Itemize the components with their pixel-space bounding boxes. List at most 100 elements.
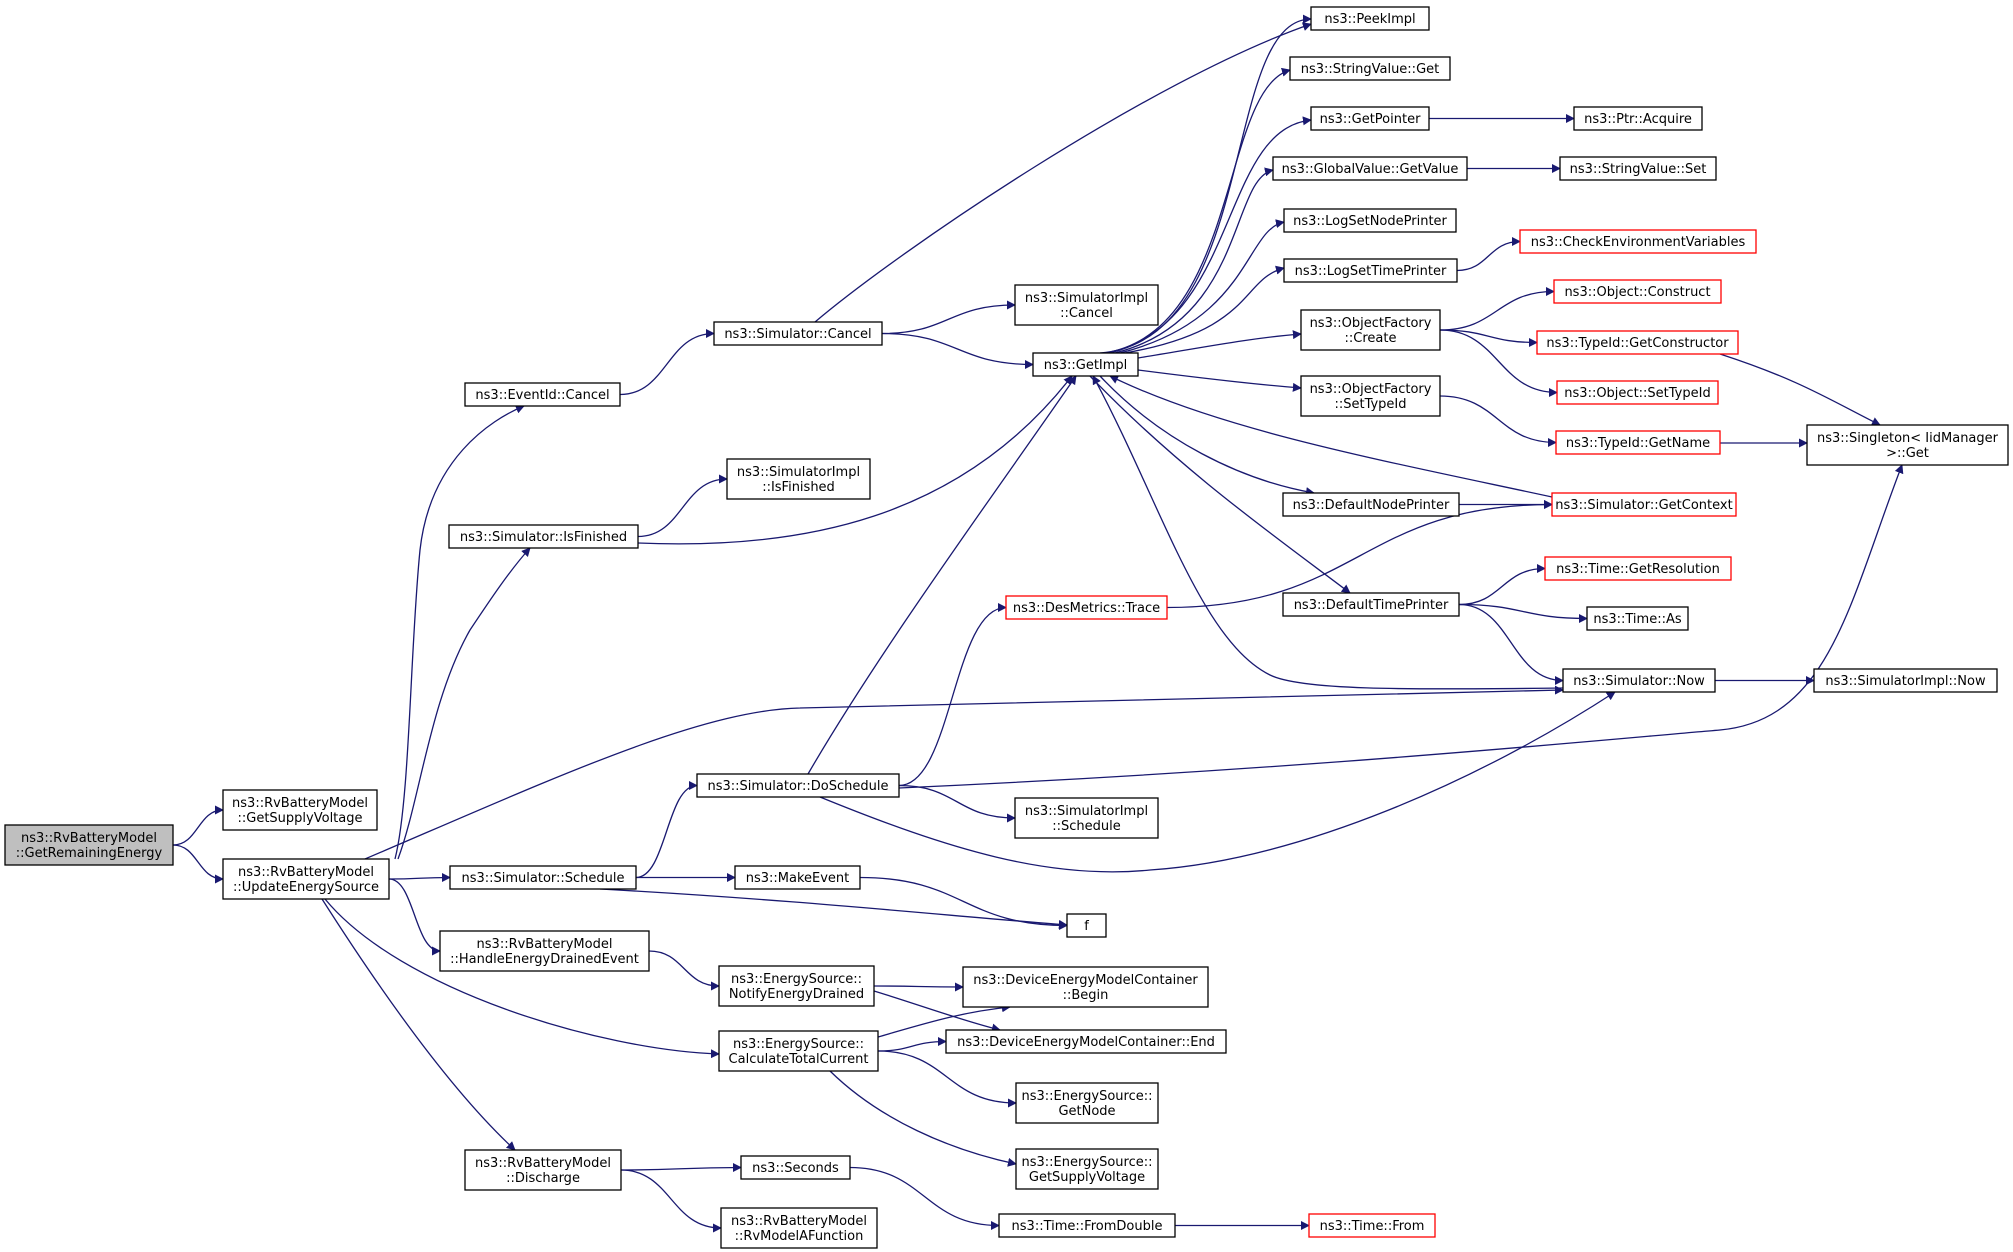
node-box	[1032, 352, 1139, 377]
function-node-makeevent[interactable]: ns3::MakeEvent	[734, 865, 861, 890]
function-node-sim-isfinished[interactable]: ns3::Simulator::IsFinished	[448, 524, 639, 549]
node-label: ns3::Simulator::Schedule	[461, 871, 624, 886]
call-edge	[1114, 167, 1274, 354]
function-node-logsettimeprinter[interactable]: ns3::LogSetTimePrinter	[1283, 258, 1458, 283]
edge-line	[898, 603, 1007, 787]
function-node-stringvalue-get[interactable]: ns3::StringValue::Get	[1289, 56, 1451, 81]
call-edge	[814, 22, 1312, 323]
call-edge	[620, 1163, 742, 1173]
function-node-sim-getcontext[interactable]: ns3::Simulator::GetContext	[1551, 492, 1737, 517]
function-node-objectfactory-create[interactable]: ns3::ObjectFactory::Create	[1300, 309, 1441, 351]
function-node-rv-modelafunction[interactable]: ns3::RvBatteryModel::RvModelAFunction	[720, 1207, 878, 1249]
function-node-demc-end[interactable]: ns3::DeviceEnergyModelContainer::End	[945, 1029, 1227, 1054]
function-node-objectfactory-settypeid[interactable]: ns3::ObjectFactory::SetTypeId	[1300, 375, 1441, 417]
node-label: ns3::Time::FromDouble	[1012, 1219, 1163, 1234]
function-node-rv-updateenergysource[interactable]: ns3::RvBatteryModel::UpdateEnergySource	[222, 858, 390, 900]
node-label: ns3::RvBatteryModel	[477, 937, 613, 952]
function-node-seconds[interactable]: ns3::Seconds	[740, 1155, 851, 1180]
call-edge	[637, 474, 728, 538]
edge-line	[1439, 329, 1558, 397]
function-node-globalvalue-getvalue[interactable]: ns3::GlobalValue::GetValue	[1272, 156, 1468, 181]
node-label: ns3::DefaultNodePrinter	[1293, 498, 1450, 513]
call-edge	[898, 464, 1904, 789]
call-edge	[1456, 237, 1521, 272]
function-node-logsetnodeprinter[interactable]: ns3::LogSetNodePrinter	[1283, 208, 1457, 233]
function-node-sim-schedule[interactable]: ns3::Simulator::Schedule	[449, 865, 637, 890]
node-box	[449, 865, 637, 890]
edge-line	[599, 888, 1068, 929]
function-node-es-getsupplyvoltage[interactable]: ns3::EnergySource::GetSupplyVoltage	[1015, 1148, 1159, 1190]
node-box	[1573, 106, 1703, 131]
function-node-root[interactable]: ns3::RvBatteryModel::GetRemainingEnergy	[4, 824, 174, 866]
node-label: ns3::MakeEvent	[746, 871, 850, 886]
function-node-time-fromdouble[interactable]: ns3::Time::FromDouble	[998, 1213, 1176, 1238]
function-node-es-getnode[interactable]: ns3::EnergySource::GetNode	[1015, 1082, 1159, 1124]
edge-line	[321, 898, 516, 1151]
node-box	[1806, 424, 2009, 466]
call-edge	[859, 876, 1068, 930]
call-edge	[849, 1166, 1000, 1230]
function-node-es-calctotal[interactable]: ns3::EnergySource::CalculateTotalCurrent	[718, 1030, 879, 1072]
node-box	[1272, 156, 1468, 181]
function-node-time-as[interactable]: ns3::Time::As	[1586, 606, 1689, 631]
function-node-f[interactable]: f	[1066, 913, 1107, 938]
function-node-time-getresolution[interactable]: ns3::Time::GetResolution	[1544, 556, 1732, 581]
function-node-object-construct[interactable]: ns3::Object::Construct	[1553, 279, 1722, 304]
node-box	[945, 1029, 1227, 1054]
node-label: ::SetTypeId	[1334, 397, 1406, 412]
node-label: ns3::Time::From	[1320, 1219, 1425, 1234]
function-node-desmetrics-trace[interactable]: ns3::DesMetrics::Trace	[1005, 595, 1168, 620]
call-edge	[172, 805, 224, 846]
node-label: ::Create	[1345, 331, 1397, 346]
function-node-simimpl-now[interactable]: ns3::SimulatorImpl::Now	[1813, 668, 1998, 693]
node-label: CalculateTotalCurrent	[729, 1052, 869, 1067]
edge-line	[637, 474, 728, 538]
edge-line	[1109, 375, 1553, 498]
function-node-ptr-acquire[interactable]: ns3::Ptr::Acquire	[1573, 106, 1703, 131]
function-node-getpointer[interactable]: ns3::GetPointer	[1310, 106, 1430, 131]
function-node-stringvalue-set[interactable]: ns3::StringValue::Set	[1559, 156, 1717, 181]
function-node-defaultnodeprinter[interactable]: ns3::DefaultNodePrinter	[1282, 492, 1460, 517]
function-node-sim-doschedule[interactable]: ns3::Simulator::DoSchedule	[696, 773, 900, 798]
edge-line	[388, 878, 441, 956]
node-box	[1283, 258, 1458, 283]
edge-line	[881, 332, 1034, 369]
edge-line	[819, 691, 1616, 873]
function-node-rv-discharge[interactable]: ns3::RvBatteryModel::Discharge	[464, 1149, 622, 1191]
function-node-singleton-get[interactable]: ns3::Singleton< IidManager >::Get	[1806, 424, 2009, 466]
edge-line	[898, 464, 1904, 789]
function-node-time-from[interactable]: ns3::Time::From	[1308, 1213, 1436, 1238]
function-node-es-notifydrained[interactable]: ns3::EnergySource::NotifyEnergyDrained	[718, 965, 875, 1007]
function-node-object-settypeid[interactable]: ns3::Object::SetTypeId	[1556, 380, 1719, 405]
edge-line	[1104, 67, 1291, 354]
edge-line	[1458, 564, 1546, 606]
node-box	[1544, 556, 1732, 581]
call-edge	[1099, 375, 1315, 497]
edge-line	[172, 805, 224, 846]
node-label: ns3::RvBatteryModel	[475, 1156, 611, 1171]
function-node-defaulttimeprinter[interactable]: ns3::DefaultTimePrinter	[1282, 592, 1460, 617]
node-box	[1283, 208, 1457, 233]
edge-line	[1439, 329, 1538, 347]
function-node-demc-begin[interactable]: ns3::DeviceEnergyModelContainer::Begin	[962, 966, 1209, 1008]
call-edge	[807, 375, 1077, 775]
function-node-sim-now[interactable]: ns3::Simulator::Now	[1562, 668, 1716, 693]
function-node-peekimpl[interactable]: ns3::PeekImpl	[1310, 6, 1430, 31]
function-node-rv-handledrained[interactable]: ns3::RvBatteryModel::HandleEnergyDrained…	[439, 930, 650, 972]
call-edge	[1109, 375, 1553, 498]
function-node-typeid-getconstructor[interactable]: ns3::TypeId::GetConstructor	[1536, 330, 1739, 355]
function-node-simimpl-isfinished[interactable]: ns3::SimulatorImpl::IsFinished	[726, 458, 871, 500]
function-node-sim-cancel[interactable]: ns3::Simulator::Cancel	[713, 321, 883, 346]
function-node-checkenvvars[interactable]: ns3::CheckEnvironmentVariables	[1519, 229, 1757, 254]
node-label: ::IsFinished	[762, 480, 835, 495]
function-node-simimpl-schedule[interactable]: ns3::SimulatorImpl::Schedule	[1014, 797, 1159, 839]
function-node-typeid-getname[interactable]: ns3::TypeId::GetName	[1555, 430, 1721, 455]
function-node-rv-getsupplyvoltage[interactable]: ns3::RvBatteryModel::GetSupplyVoltage	[222, 789, 378, 831]
function-node-getimpl[interactable]: ns3::GetImpl	[1032, 352, 1139, 377]
node-label: ns3::RvBatteryModel	[731, 1214, 867, 1229]
function-node-eventid-cancel[interactable]: ns3::EventId::Cancel	[464, 382, 621, 407]
function-node-simimpl-cancel[interactable]: ns3::SimulatorImpl::Cancel	[1014, 284, 1159, 326]
node-label: ns3::TypeId::GetName	[1566, 436, 1710, 451]
edge-line	[620, 1169, 722, 1233]
